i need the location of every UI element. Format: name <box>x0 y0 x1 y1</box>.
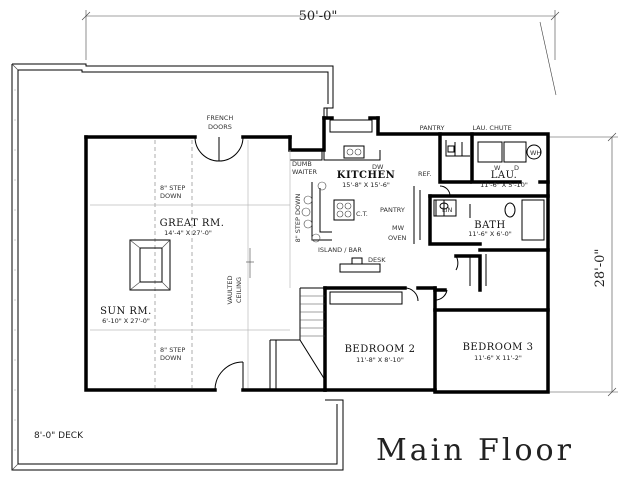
room-bedroom-3: BEDROOM 3 11'-6" X 11'-2" <box>463 342 534 362</box>
bedroom2-name: BEDROOM 2 <box>345 344 416 355</box>
bedroom2-size: 11'-8" X 8'-10" <box>356 356 404 364</box>
vaulted-ceiling-1: VAULTED <box>226 275 234 304</box>
room-sun-room: SUN RM. 6'-10" X 27'-0" <box>100 306 152 325</box>
mw-oven-label-1: MW <box>392 224 405 232</box>
overall-width-label: 50'-0" <box>299 9 338 24</box>
overall-dimension-width: 50'-0" <box>81 9 560 60</box>
french-doors-label-2: DOORS <box>208 123 232 131</box>
step-down-bottom-2: DOWN <box>160 354 182 362</box>
kitchen-name: KITCHEN <box>337 170 395 181</box>
step-down-bottom-1: 8" STEP <box>160 346 185 354</box>
bath-size: 11'-6" X 6'-0" <box>468 230 512 238</box>
lin-label: LIN <box>442 206 453 214</box>
room-great-room: GREAT RM. 14'-4" X 27'-0" <box>160 218 225 237</box>
great-room-name: GREAT RM. <box>160 218 225 229</box>
ct-label: C.T. <box>356 210 368 218</box>
laundry-size: 11'-6" X 5'-10" <box>480 181 528 189</box>
roof-line <box>539 21 557 96</box>
exterior-walls <box>84 116 550 394</box>
step-down-top-1: 8" STEP <box>160 184 185 192</box>
mw-oven-label-2: OVEN <box>388 234 407 242</box>
lau-chute-label: LAU. CHUTE <box>472 124 511 132</box>
pantry-label: PANTRY <box>380 206 405 214</box>
laundry-name: LAU. <box>491 170 518 181</box>
ref-label: REF. <box>418 170 431 178</box>
kitchen-size: 15'-8" X 15'-6" <box>342 181 390 189</box>
pantry-top-label: PANTRY <box>420 124 445 132</box>
dryer-label: D <box>514 164 519 172</box>
bedroom3-name: BEDROOM 3 <box>463 342 534 353</box>
island-bar-label: ISLAND / BAR <box>318 246 362 254</box>
dw-label: DW <box>372 163 384 171</box>
step-down-vertical: 8" STEP DOWN <box>294 193 302 242</box>
washer-label: W <box>494 164 501 172</box>
sun-room-size: 6'-10" X 27'-0" <box>102 317 150 325</box>
dumb-waiter-label-2: WAITER <box>292 168 318 176</box>
wh-label: WH <box>530 149 541 157</box>
room-bedroom-2: BEDROOM 2 11'-8" X 8'-10" <box>345 344 416 364</box>
dumb-waiter-label-1: DUMB <box>292 160 312 168</box>
sun-room-name: SUN RM. <box>100 306 152 317</box>
interior-walls <box>90 119 550 392</box>
deck-label: 8'-0" DECK <box>34 431 84 441</box>
annotations: FRENCH DOORS PANTRY LAU. CHUTE DUMB WAIT… <box>160 114 541 362</box>
room-bath: BATH 11'-6" X 6'-0" <box>468 220 512 238</box>
deck: 8'-0" DECK <box>11 63 344 471</box>
desk-label: DESK <box>368 256 386 264</box>
vaulted-ceiling-2: CEILING <box>235 277 243 303</box>
plan-title: Main Floor <box>376 433 574 468</box>
room-laundry: LAU. 11'-6" X 5'-10" <box>480 170 528 189</box>
overall-depth-label: 28'-0" <box>593 249 608 288</box>
room-kitchen: KITCHEN 15'-8" X 15'-6" <box>337 170 395 189</box>
bath-name: BATH <box>474 220 505 231</box>
step-down-top-2: DOWN <box>160 192 182 200</box>
bedroom3-size: 11'-6" X 11'-2" <box>474 354 522 362</box>
great-room-size: 14'-4" X 27'-0" <box>164 229 212 237</box>
french-doors-label-1: FRENCH <box>207 114 234 122</box>
overall-dimension-depth: 28'-0" <box>548 132 618 397</box>
